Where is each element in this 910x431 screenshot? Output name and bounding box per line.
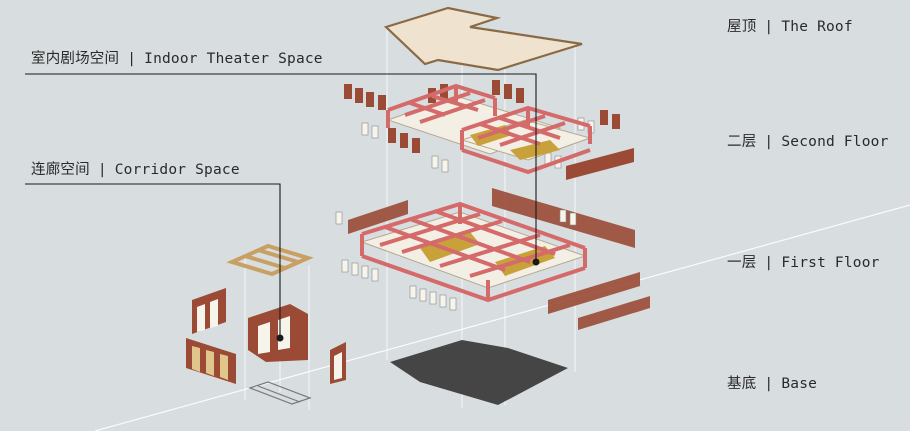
indoor-theater-label: 室内剧场空间|Indoor Theater Space [31,51,323,67]
indoor-theater-marker [532,258,540,266]
roof-slab [383,6,583,72]
corridor-roof-frame [226,243,314,277]
second-floor-walls [344,80,634,180]
first-floor-timber-frame [360,201,587,303]
base-label: 基底|Base [727,376,818,392]
second-floor-label: 二层|Second Floor [727,134,889,150]
leader-lines [25,73,537,338]
corridor-base [248,381,312,405]
roof-label: 屋顶|The Roof [727,19,853,35]
corridor-marker [276,334,284,342]
corridor-label: 连廊空间|Corridor Space [31,162,240,178]
corridor-walls [186,288,346,384]
first-floor-label: 一层|First Floor [727,255,880,271]
ground-line [94,204,910,431]
first-floor-windows [335,209,577,311]
base-slab [390,340,568,405]
second-floor-timber-frame [386,83,592,175]
